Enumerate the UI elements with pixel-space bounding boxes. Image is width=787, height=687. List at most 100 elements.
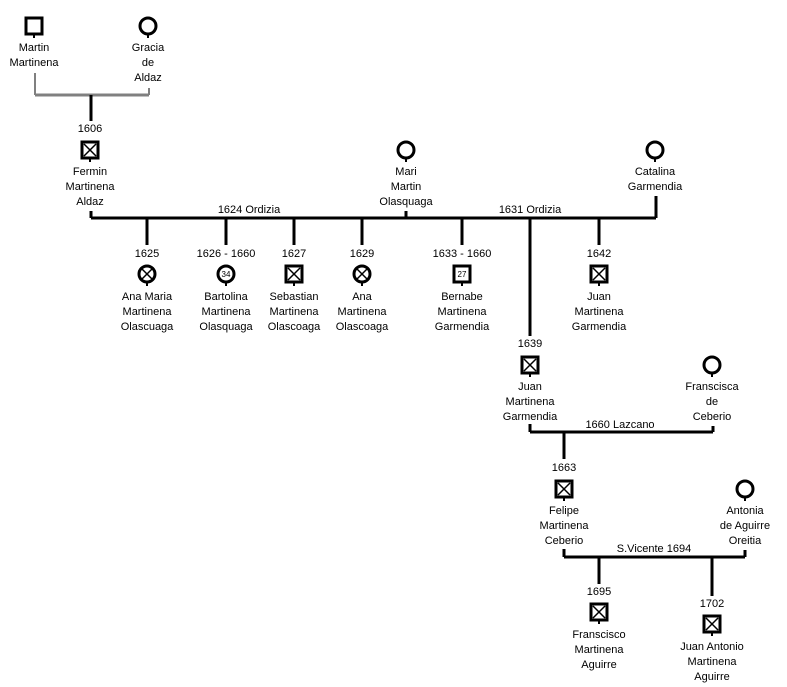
deceased-cross-icon: [592, 267, 606, 281]
person-name-line: Olascoaga: [336, 321, 389, 333]
person-name-line: Martinena: [575, 644, 625, 656]
person-name-line: Martin: [391, 181, 422, 193]
person-name-line: Antonia: [726, 505, 764, 517]
person-year-label: 1626 - 1660: [197, 248, 256, 260]
deceased-cross-icon: [592, 605, 606, 619]
person-name-line: Felipe: [549, 505, 579, 517]
person-year-label: 1642: [587, 248, 611, 260]
person-name-line: Martinena: [270, 306, 320, 318]
female-symbol-icon: [396, 140, 416, 160]
person-name-line: Aldaz: [76, 196, 104, 208]
marriage-label: 1660 Lazcano: [585, 419, 654, 431]
person-name-line: Martinena: [506, 396, 556, 408]
person-year-label: 1627: [282, 248, 306, 260]
person-name-line: Martinena: [123, 306, 173, 318]
person-year-label: 1663: [552, 462, 576, 474]
deceased-cross-icon: [83, 143, 97, 157]
person-name-line: Juan: [518, 381, 542, 393]
person-year-label: 1639: [518, 338, 542, 350]
people-layer: MartinMartinenaGraciadeAldaz1606FerminMa…: [10, 16, 770, 683]
person-name-line: Juan Antonio: [680, 641, 744, 653]
person-name-line: Oreitia: [729, 535, 762, 547]
person-name-line: Fermin: [73, 166, 107, 178]
person-name-line: Garmendia: [572, 321, 627, 333]
person-name-line: Garmendia: [503, 411, 558, 423]
person-name-line: Aldaz: [134, 72, 162, 84]
age-at-death-label: 34: [222, 270, 231, 279]
age-at-death-label: 27: [458, 270, 467, 279]
deceased-cross-icon: [140, 267, 154, 281]
female-symbol-icon: [138, 16, 158, 36]
connector-lines: [34, 73, 747, 596]
person-name-line: Martinena: [688, 656, 738, 668]
person-name-line: Olasquaga: [199, 321, 253, 333]
person-name-line: Olasquaga: [379, 196, 433, 208]
person-name-line: Ceberio: [545, 535, 584, 547]
person-name-line: Sebastian: [270, 291, 319, 303]
deceased-cross-icon: [705, 617, 719, 631]
marriage-label: 1631 Ordizia: [499, 204, 562, 216]
person-name-line: Mari: [395, 166, 416, 178]
person-year-label: 1633 - 1660: [433, 248, 492, 260]
female-symbol-icon: [702, 355, 722, 375]
female-symbol-icon: [216, 264, 236, 284]
deceased-cross-icon: [523, 358, 537, 372]
person-name-line: Garmendia: [435, 321, 490, 333]
person-name-line: Garmendia: [628, 181, 683, 193]
deceased-cross-icon: [287, 267, 301, 281]
person-name-line: Bernabe: [441, 291, 483, 303]
person-name-line: de: [706, 396, 718, 408]
female-symbol-icon: [645, 140, 665, 160]
person-year-label: 1625: [135, 248, 159, 260]
person-name-line: Gracia: [132, 42, 165, 54]
person-name-line: Juan: [587, 291, 611, 303]
person-name-line: Aguirre: [694, 671, 729, 683]
person-year-label: 1702: [700, 598, 724, 610]
person-year-label: 1629: [350, 248, 374, 260]
person-name-line: Martinena: [540, 520, 590, 532]
person-name-line: Ana Maria: [122, 291, 173, 303]
person-name-line: Ana: [352, 291, 372, 303]
person-name-line: Olascuaga: [121, 321, 174, 333]
male-symbol-icon: [24, 16, 44, 36]
person-year-label: 1695: [587, 586, 611, 598]
person-year-label: 1606: [78, 123, 102, 135]
marriage-label: 1624 Ordizia: [218, 204, 281, 216]
deceased-cross-icon: [355, 267, 369, 281]
person-name-line: de Aguirre: [720, 520, 770, 532]
person-name-line: Franscisco: [572, 629, 625, 641]
person-name-line: Martinena: [202, 306, 252, 318]
person-name-line: Franscisca: [685, 381, 739, 393]
male-symbol-icon: [452, 264, 472, 284]
person-name-line: de: [142, 57, 154, 69]
person-name-line: Aguirre: [581, 659, 616, 671]
person-name-line: Martinena: [575, 306, 625, 318]
person-name-line: Olascoaga: [268, 321, 321, 333]
person-name-line: Martinena: [338, 306, 388, 318]
female-symbol-icon: [735, 479, 755, 499]
person-name-line: Bartolina: [204, 291, 248, 303]
person-name-line: Ceberio: [693, 411, 732, 423]
marriage-labels: 1624 Ordizia 1631 Ordizia 1660 Lazcano S…: [209, 203, 700, 555]
person-name-line: Martinena: [66, 181, 116, 193]
deceased-cross-icon: [557, 482, 571, 496]
person-name-line: Martinena: [10, 57, 60, 69]
